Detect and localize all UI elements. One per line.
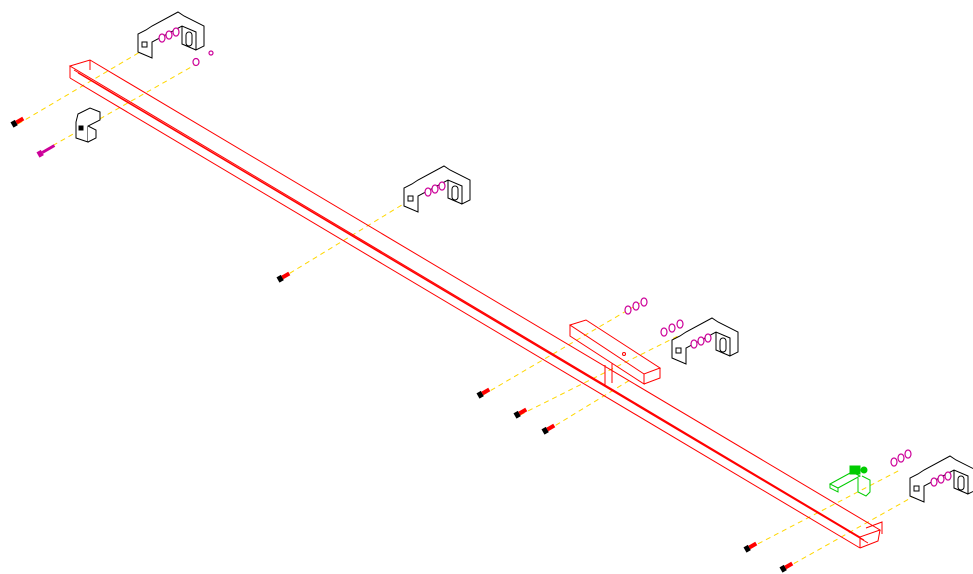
- wall-bracket-4: [909, 455, 973, 503]
- end-clip: [75, 107, 101, 143]
- wall-bracket-2: [403, 165, 471, 213]
- green-clamp: [828, 465, 871, 497]
- bolt: [36, 144, 56, 158]
- screw-6: [743, 541, 758, 553]
- assembly-guide-lines: [17, 51, 926, 569]
- washer-nut-set-2: [424, 181, 446, 197]
- wall-bracket-1: [137, 11, 205, 59]
- washer-nut-set-4: [660, 319, 712, 349]
- wall-bracket-3: [671, 317, 739, 365]
- washer-nut-set-3: [624, 297, 648, 315]
- washer-nut-set-5: [890, 449, 952, 487]
- screw-3: [476, 387, 491, 399]
- screw-4: [513, 407, 528, 419]
- washer-nut-set-1: [158, 27, 180, 43]
- screw-5: [541, 423, 556, 435]
- screw-2: [276, 271, 291, 283]
- screw-1: [10, 116, 25, 128]
- channel-rail-main: [68, 59, 883, 549]
- channel-rail-splice: [568, 319, 662, 385]
- washer-nut-set-small: [192, 50, 214, 67]
- screw-7: [779, 561, 794, 573]
